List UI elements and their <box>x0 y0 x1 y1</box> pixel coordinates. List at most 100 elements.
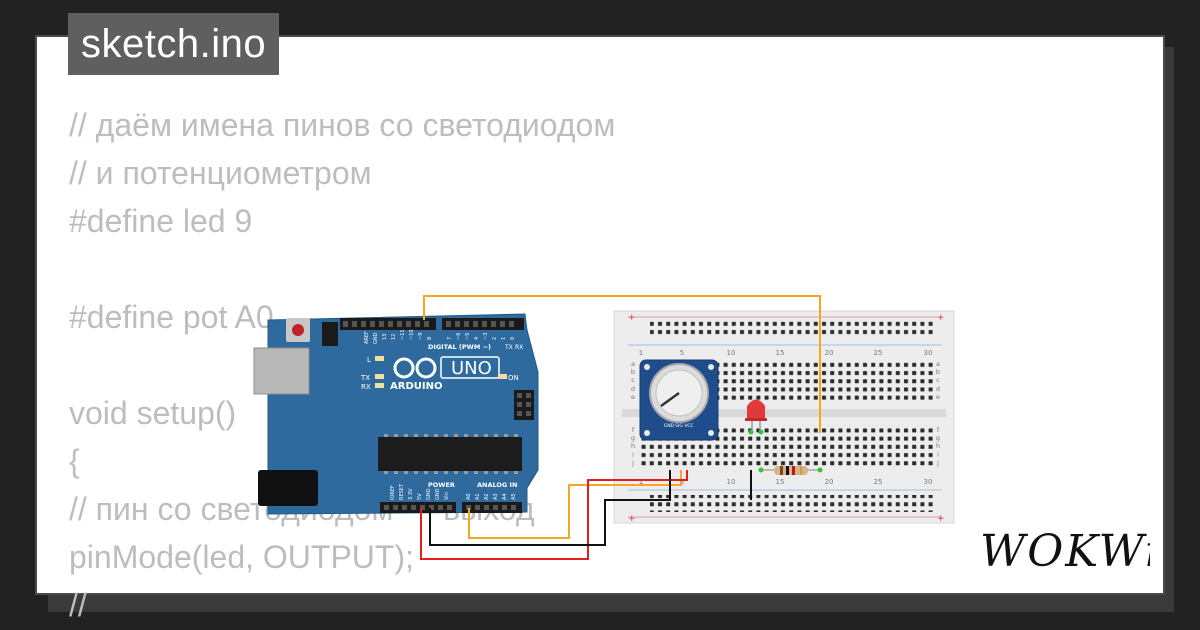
pin-label: ~3 <box>483 333 489 340</box>
column-number: 15 <box>776 349 785 357</box>
wokwi-logo: WOKWi <box>980 526 1150 577</box>
resistor[interactable] <box>758 466 823 475</box>
indicator-led <box>375 356 384 361</box>
pin-label: 2 <box>492 337 498 340</box>
power-header-label: POWER <box>428 481 455 489</box>
pin-label: AREF <box>364 331 370 344</box>
column-number: 20 <box>825 478 834 486</box>
column-number: 10 <box>727 478 736 486</box>
rail-plus-label: + <box>628 313 636 323</box>
preview-panel <box>35 35 1165 595</box>
led-label-rx: RX <box>361 383 371 391</box>
code-line: { <box>69 443 80 479</box>
code-line: pinMode(led, OUTPUT); <box>69 539 414 575</box>
usb-port <box>253 347 310 395</box>
row-letter: f <box>632 426 635 434</box>
analog-header <box>462 502 522 513</box>
on-led <box>498 374 507 379</box>
rail-plus-label: + <box>628 514 636 524</box>
row-letter: g <box>936 434 940 442</box>
wire-pot-signal[interactable] <box>468 470 682 539</box>
digital-header-label: DIGITAL (PWM ~) <box>428 343 491 351</box>
row-letter: h <box>631 442 635 450</box>
pin-label: 1 <box>501 337 507 340</box>
pin-label: A3 <box>493 493 499 500</box>
pin-label: A0 <box>466 493 472 500</box>
on-label: ON <box>508 374 519 382</box>
pin-label: 7 <box>447 337 453 340</box>
wires <box>420 295 821 560</box>
microcontroller-chip <box>378 437 522 471</box>
row-letter: d <box>631 385 635 393</box>
pin-label: GND <box>373 332 379 344</box>
pin-label: 3.3V <box>408 488 414 500</box>
pin-label: 0 <box>510 337 516 340</box>
arduino-model-label: UNO <box>451 358 492 379</box>
pin-label: A4 <box>502 493 508 500</box>
pin-label: GND <box>426 488 432 500</box>
indicator-led <box>375 383 384 388</box>
row-letter: g <box>631 434 635 442</box>
column-number: 10 <box>727 349 736 357</box>
led-label-tx: TX <box>360 374 370 382</box>
column-number: 25 <box>874 349 883 357</box>
pin-label: 8 <box>427 337 433 340</box>
knob-indicator <box>660 391 680 408</box>
row-letter: i <box>937 451 939 459</box>
sketch-filename-tab[interactable]: sketch.ino <box>68 13 280 75</box>
pin-label: A5 <box>511 493 517 500</box>
arduino-brand-label: ARDUINO <box>390 381 442 392</box>
potentiometer[interactable]: GND SIG VCC <box>639 359 719 441</box>
pin-label: 13 <box>382 334 388 340</box>
pin-label: 12 <box>391 334 397 340</box>
arduino-uno-board[interactable]: AREF GND 13 12 ~11 ~10 ~9 8 7 ~6 ~5 4 ~3… <box>253 313 539 515</box>
row-letter: a <box>631 360 635 368</box>
pin-label: IOREF <box>390 485 396 500</box>
pin-label: 4 <box>474 337 480 340</box>
pin-label: 5V <box>417 493 423 500</box>
column-number: 1 <box>639 349 643 357</box>
row-letter: d <box>936 385 940 393</box>
column-number: 15 <box>776 478 785 486</box>
code-line: void setup() <box>69 395 237 431</box>
pin-label: ~5 <box>465 333 471 340</box>
pin-label: GND <box>435 488 441 500</box>
code-line: // и потенциометром <box>69 155 372 191</box>
row-letter: i <box>632 451 634 459</box>
pin-label: ~9 <box>418 333 424 340</box>
row-letter: h <box>936 442 940 450</box>
pin-label: ~11 <box>400 329 406 340</box>
code-line: // даём имена пинов со светодиодом <box>69 107 616 143</box>
pin-label: RESET <box>399 483 405 500</box>
code-line: #define pot A0 <box>69 299 274 335</box>
pot-pin-label: SIG <box>675 423 683 429</box>
column-number: 5 <box>680 349 684 357</box>
row-letter: c <box>631 376 635 384</box>
column-number: 20 <box>825 349 834 357</box>
row-letter: f <box>937 426 940 434</box>
row-letter: c <box>936 376 940 384</box>
column-number: 30 <box>924 478 933 486</box>
arduino-infinity-logo <box>393 357 437 379</box>
wire-led-signal[interactable] <box>423 295 821 433</box>
code-line: // <box>69 587 87 623</box>
rail-plus-label: + <box>937 514 945 524</box>
analog-header-label: ANALOG IN <box>477 481 517 489</box>
row-letter: b <box>936 368 940 376</box>
power-jack <box>258 470 318 506</box>
wire-power-5v[interactable] <box>420 470 688 560</box>
row-letter: a <box>936 360 940 368</box>
tx-pin-label: TX <box>504 344 513 351</box>
pin-label: A1 <box>475 493 481 500</box>
pin-label: Vin <box>444 492 450 500</box>
row-letter: b <box>631 368 635 376</box>
row-letter: j <box>936 459 939 467</box>
rx-pin-label: RX <box>515 344 523 351</box>
wire-ground[interactable] <box>429 470 671 546</box>
wokwi-logo-text: WOKWi <box>980 526 1150 577</box>
pot-pin-label: GND <box>664 423 675 429</box>
rail-plus-label: + <box>937 313 945 323</box>
red-led[interactable] <box>745 399 767 435</box>
row-letter: e <box>631 393 635 401</box>
